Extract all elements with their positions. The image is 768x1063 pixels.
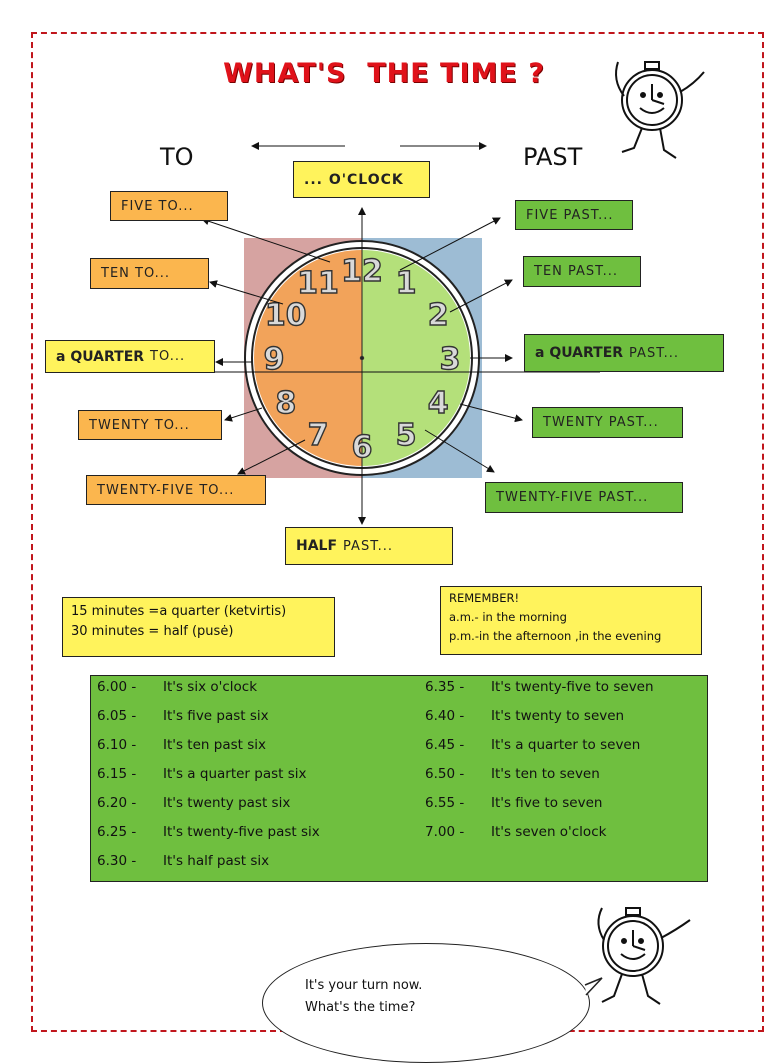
clock-number: 2 (428, 298, 449, 333)
remember-info-box: REMEMBER! a.m.- in the morning p.m.-in t… (440, 586, 702, 655)
time-value: 6.50 - (425, 766, 465, 782)
time-phrase: It's half past six (163, 853, 270, 869)
time-phrase: It's twenty to seven (491, 708, 625, 724)
time-value: 6.05 - (97, 708, 137, 724)
time-phrase: It's five to seven (491, 795, 603, 811)
time-row: 6.55 - It's five to seven (425, 795, 602, 811)
time-phrase: It's five past six (163, 708, 269, 724)
time-phrase: It's ten to seven (491, 766, 600, 782)
five-to-label: FIVE TO... (110, 191, 228, 221)
clock-number: 3 (440, 342, 461, 377)
time-row: 6.45 - It's a quarter to seven (425, 737, 640, 753)
clock-number: 6 (352, 430, 373, 465)
cartoon-clock-icon (615, 61, 705, 159)
oclock-label: ... O'CLOCK (293, 161, 430, 198)
twentyfive-to-label: TWENTY-FIVE TO... (86, 475, 266, 505)
time-phrase: It's seven o'clock (491, 824, 607, 840)
to-heading: TO (160, 143, 194, 171)
minutes-info-box: 15 minutes =a quarter (ketvirtis) 30 min… (62, 597, 335, 657)
speech-text: It's your turn now. What's the time? (305, 975, 422, 1019)
clock-number: 5 (396, 418, 417, 453)
ten-past-label: TEN PAST... (523, 256, 641, 287)
clock-number: 10 (265, 298, 307, 333)
speech-line: It's your turn now. (305, 978, 423, 993)
time-row: 6.35 - It's twenty-five to seven (425, 679, 654, 695)
time-phrase: It's ten past six (163, 737, 266, 753)
times-table (90, 675, 708, 882)
time-row: 6.30 - It's half past six (97, 853, 269, 869)
clock-number: 9 (264, 342, 285, 377)
page-title: WHAT'S THE TIME ? (223, 58, 545, 89)
time-row: 6.05 - It's five past six (97, 708, 269, 724)
five-past-label: FIVE PAST... (515, 200, 633, 230)
time-value: 6.15 - (97, 766, 137, 782)
time-value: 6.40 - (425, 708, 465, 724)
clock-center (359, 355, 365, 361)
time-phrase: It's twenty-five to seven (491, 679, 654, 695)
time-value: 6.00 - (97, 679, 137, 695)
cartoon-clock-icon (597, 907, 691, 1005)
info-line: a.m.- in the morning (449, 610, 567, 624)
time-value: 6.55 - (425, 795, 465, 811)
speech-line: What's the time? (305, 1000, 416, 1015)
clock-number: 11 (297, 266, 339, 301)
time-phrase: It's six o'clock (163, 679, 258, 695)
clock-number: 8 (275, 386, 296, 421)
past-heading: PAST (523, 143, 583, 171)
clock-number: 7 (308, 418, 329, 453)
twenty-to-label: TWENTY TO... (78, 410, 222, 440)
time-row: 6.00 - It's six o'clock (97, 679, 257, 695)
time-row: 6.20 - It's twenty past six (97, 795, 290, 811)
info-line: p.m.-in the afternoon ,in the evening (449, 629, 662, 643)
time-phrase: It's twenty-five past six (163, 824, 320, 840)
twenty-past-label: TWENTY PAST... (532, 407, 683, 438)
time-value: 7.00 - (425, 824, 465, 840)
time-phrase: It's a quarter to seven (491, 737, 641, 753)
ten-to-label: TEN TO... (90, 258, 209, 289)
time-value: 6.20 - (97, 795, 137, 811)
time-phrase: It's twenty past six (163, 795, 291, 811)
twentyfive-past-label: TWENTY-FIVE PAST... (485, 482, 683, 513)
time-value: 6.30 - (97, 853, 137, 869)
time-value: 6.25 - (97, 824, 137, 840)
clock-number: 4 (428, 386, 449, 421)
time-phrase: It's a quarter past six (163, 766, 307, 782)
info-line: 30 minutes = half (pusė) (71, 624, 234, 639)
time-row: 6.10 - It's ten past six (97, 737, 266, 753)
time-value: 6.35 - (425, 679, 465, 695)
time-value: 6.10 - (97, 737, 137, 753)
time-row: 6.15 - It's a quarter past six (97, 766, 307, 782)
info-line: REMEMBER! (449, 591, 520, 605)
clock-number: 1 (396, 266, 417, 301)
time-row: 6.40 - It's twenty to seven (425, 708, 624, 724)
time-row: 7.00 - It's seven o'clock (425, 824, 606, 840)
time-row: 6.25 - It's twenty-five past six (97, 824, 320, 840)
info-line: 15 minutes =a quarter (ketvirtis) (71, 604, 287, 619)
time-value: 6.45 - (425, 737, 465, 753)
time-row: 6.50 - It's ten to seven (425, 766, 600, 782)
clock-number: 12 (341, 254, 383, 289)
